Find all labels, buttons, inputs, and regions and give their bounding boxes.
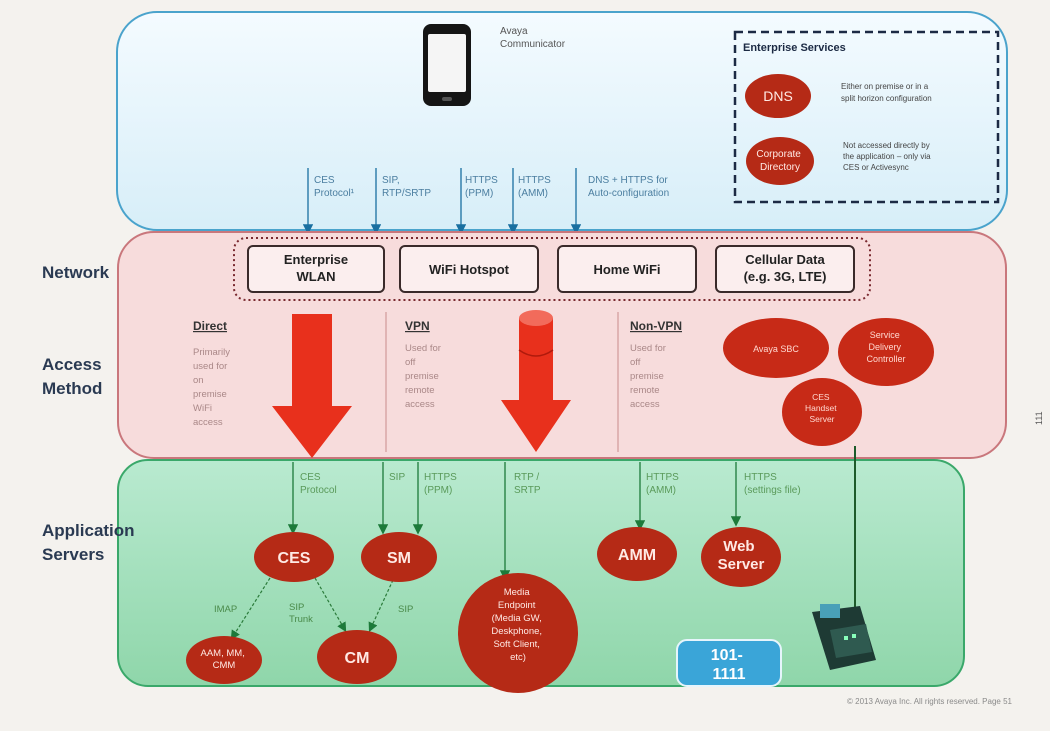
network-home-wifi: Home WiFi: [557, 245, 697, 293]
desk-phone-icon: [812, 604, 876, 670]
layer-label-network: Network: [42, 263, 110, 282]
vpn-tunnel-arrow: [501, 310, 571, 452]
svg-text:101- 1111: 101- 1111: [711, 647, 747, 683]
amm-server-node: [597, 527, 677, 581]
service-delivery-controller-label: Service Delivery Controller: [866, 330, 905, 364]
ces-server-node: [254, 532, 334, 582]
svg-text:WiFi Hotspot: WiFi Hotspot: [429, 262, 510, 277]
avaya-sbc-node: [723, 318, 829, 378]
cm-server-node: [317, 630, 397, 684]
sm-server-node: [361, 532, 437, 582]
protocol-bottom-https-settings: HTTPS(settings file): [744, 472, 801, 496]
enterprise-services-title: Enterprise Services: [743, 42, 846, 54]
access-direct-title: Direct: [193, 319, 227, 333]
aam-mm-cmm-label: AAM, MM, CMM: [201, 648, 248, 671]
ces-handset-server-node: [782, 378, 862, 446]
dns-label: DNS: [763, 88, 793, 104]
copyright-footer: © 2013 Avaya Inc. All rights reserved. P…: [847, 697, 1013, 706]
slide-number-badge: 101- 1111: [676, 639, 782, 687]
web-server-node: [701, 527, 781, 587]
sm-server-label: SM: [387, 550, 411, 567]
access-vpn-title: VPN: [405, 319, 430, 333]
link-label-imap: IMAP: [214, 604, 237, 615]
access-direct-description: Primarily used for on premise WiFi acces…: [193, 347, 233, 428]
layer-label-access-method: Access Method: [42, 355, 106, 398]
web-server-label: Web Server: [718, 538, 765, 573]
enterprise-services-box: [733, 30, 1000, 204]
device-label: Avaya Communicator: [500, 26, 566, 50]
network-wifi-hotspot: WiFi Hotspot: [399, 245, 539, 293]
ces-handset-server-label: CES Handset Server: [805, 392, 839, 424]
avaya-sbc-label: Avaya SBC: [753, 344, 799, 354]
service-delivery-controller-node: [838, 318, 934, 386]
network-options-container: [233, 237, 871, 301]
svg-text:Cellular Data(e.g. 3G, LTE): Cellular Data(e.g. 3G, LTE): [744, 252, 827, 284]
access-non-vpn-description: Used for off premise remote access: [630, 343, 669, 410]
dns-node: [745, 74, 811, 118]
network-cellular-data: Cellular Data(e.g. 3G, LTE): [715, 245, 855, 293]
cm-server-label: CM: [345, 650, 370, 667]
direct-access-arrow: [272, 314, 352, 458]
access-vpn-description: Used for off premise remote access: [405, 343, 444, 410]
link-label-sip: SIP: [398, 604, 413, 615]
corporate-directory-label: Corporate Directory: [756, 149, 803, 173]
protocol-label-https-ppm: HTTPS(PPM): [465, 175, 498, 199]
layer-label-application-servers: Application Servers: [42, 521, 139, 564]
protocol-label-sip-rtp: SIP,RTP/SRTP: [382, 175, 431, 199]
media-endpoint-label: Media Endpoint (Media GW, Deskphone, Sof…: [491, 587, 544, 663]
corporate-directory-note: Not accessed directly by the application…: [843, 141, 933, 172]
smartphone-icon: [423, 24, 471, 106]
protocol-bottom-https-ppm: HTTPS(PPM): [424, 472, 457, 496]
media-endpoint-node: [458, 573, 578, 693]
protocol-bottom-rtp-srtp: RTP /SRTP: [514, 472, 541, 496]
dns-note: Either on premise or in a split horizon …: [841, 82, 932, 103]
corporate-directory-node: [746, 137, 814, 185]
ces-server-label: CES: [278, 550, 311, 567]
protocol-bottom-sip: SIP: [389, 472, 405, 483]
aam-mm-cmm-node: [186, 636, 262, 684]
amm-server-label: AMM: [618, 547, 656, 564]
access-non-vpn-title: Non-VPN: [630, 319, 682, 333]
svg-text:Home WiFi: Home WiFi: [593, 262, 660, 277]
protocol-label-https-amm: HTTPS(AMM): [518, 175, 551, 199]
page-number: 111: [1034, 411, 1044, 425]
protocol-bottom-https-amm: HTTPS(AMM): [646, 472, 679, 496]
